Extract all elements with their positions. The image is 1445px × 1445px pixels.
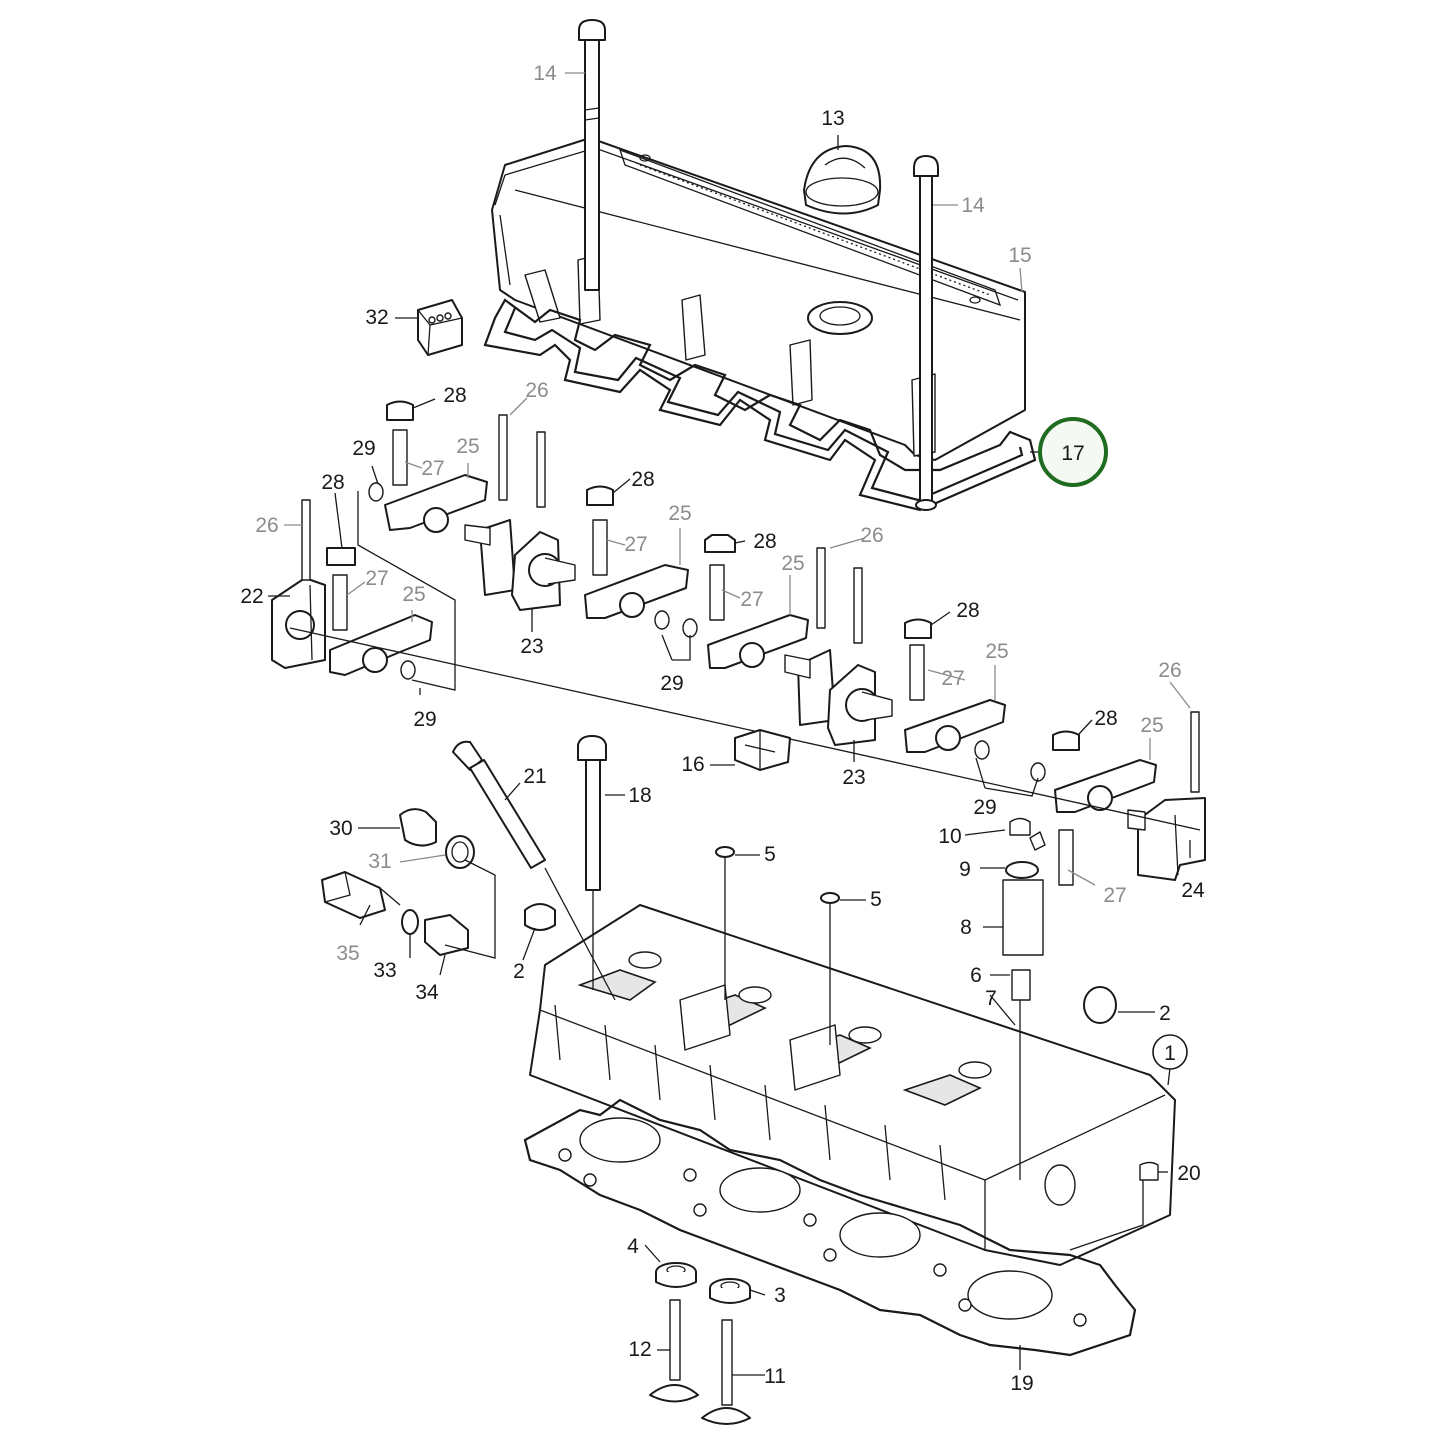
- valves: [649, 1262, 751, 1425]
- callout-label-5: 5: [764, 843, 776, 866]
- head-gasket: [523, 1098, 1137, 1357]
- callout-label-18: 18: [628, 784, 651, 807]
- callout-label-25: 25: [402, 583, 425, 606]
- valve-cover: [491, 137, 1026, 461]
- valve-spring-group: [1002, 817, 1117, 1024]
- callout-label-26: 26: [1158, 659, 1181, 682]
- cover-bolt-left: [578, 19, 606, 291]
- callout-label-28: 28: [956, 599, 979, 622]
- callout-label-27: 27: [624, 533, 647, 556]
- rocker-assembly: [271, 400, 1206, 886]
- callout-label-12: 12: [628, 1338, 651, 1361]
- callout-label-16: 16: [681, 753, 704, 776]
- callout-label-25: 25: [668, 502, 691, 525]
- callout-label-14: 14: [961, 194, 985, 217]
- callout-label-9: 9: [959, 858, 971, 881]
- callout-label-28: 28: [321, 471, 344, 494]
- valve-cover-gasket: [483, 298, 1037, 512]
- callout-label-20: 20: [1177, 1162, 1200, 1185]
- sensor-group: [321, 808, 556, 956]
- oil-filler-cap: [803, 145, 882, 215]
- callout-label-14: 14: [533, 62, 557, 85]
- cover-bolt-right: [913, 155, 939, 511]
- callout-label-27: 27: [1103, 884, 1126, 907]
- callout-label-25: 25: [1140, 714, 1163, 737]
- callout-label-26: 26: [860, 524, 883, 547]
- callout-label-13: 13: [821, 107, 844, 130]
- callout-1-circle: [1152, 1034, 1188, 1070]
- valve-cap-left: [715, 846, 735, 858]
- callout-label-2: 2: [1159, 1002, 1171, 1025]
- callout-label-25: 25: [456, 435, 479, 458]
- callout-label-24: 24: [1181, 879, 1205, 902]
- head-bolt-18: [577, 735, 607, 891]
- long-bolt-21: [452, 740, 546, 869]
- callout-label-27: 27: [365, 567, 388, 590]
- callout-label-26: 26: [255, 514, 278, 537]
- callout-label-23: 23: [842, 766, 865, 789]
- callout-label-27: 27: [740, 588, 763, 611]
- callout-label-7: 7: [985, 987, 997, 1010]
- callout-label-29: 29: [352, 437, 375, 460]
- highlight-label: 17: [1061, 442, 1084, 465]
- callout-label-6: 6: [970, 964, 982, 987]
- callout-label-29: 29: [973, 796, 996, 819]
- callout-label-19: 19: [1010, 1372, 1033, 1395]
- valve-cover-gasket-inner: [503, 307, 1024, 502]
- callout-label-1: 1: [1164, 1042, 1176, 1065]
- callout-label-28: 28: [1094, 707, 1117, 730]
- callout-label-31: 31: [368, 850, 391, 873]
- callout-label-11: 11: [764, 1365, 786, 1388]
- callout-label-28: 28: [631, 468, 654, 491]
- callout-label-33: 33: [373, 959, 396, 982]
- block-16: [734, 729, 791, 771]
- callout-label-35: 35: [336, 942, 359, 965]
- callout-label-28: 28: [753, 530, 776, 553]
- cylinder-head: [529, 904, 1176, 1266]
- callout-label-10: 10: [938, 825, 961, 848]
- callout-label-2: 2: [513, 960, 525, 983]
- callout-label-8: 8: [960, 916, 972, 939]
- callout-label-27: 27: [941, 667, 964, 690]
- highlight-ring: [1038, 417, 1108, 487]
- callout-label-23: 23: [520, 635, 543, 658]
- callout-label-5: 5: [870, 888, 882, 911]
- callout-label-3: 3: [774, 1284, 786, 1307]
- leader-lines: [268, 72, 1191, 1376]
- callout-label-27: 27: [421, 457, 444, 480]
- callout-label-25: 25: [985, 640, 1008, 663]
- callout-label-22: 22: [240, 585, 263, 608]
- callout-label-26: 26: [525, 379, 548, 402]
- callout-label-28: 28: [443, 384, 466, 407]
- callout-label-21: 21: [523, 765, 546, 788]
- callout-label-32: 32: [365, 306, 388, 329]
- callout-label-29: 29: [660, 672, 683, 695]
- callout-label-25: 25: [781, 552, 804, 575]
- callout-label-15: 15: [1008, 244, 1031, 267]
- valve-cap-right: [820, 892, 840, 904]
- callout-label-30: 30: [329, 817, 352, 840]
- callout-label-4: 4: [627, 1235, 639, 1258]
- callout-label-34: 34: [415, 981, 439, 1004]
- callout-17-highlight[interactable]: 17: [1038, 417, 1108, 487]
- rubber-block: [417, 299, 463, 356]
- callout-label-29: 29: [413, 708, 436, 731]
